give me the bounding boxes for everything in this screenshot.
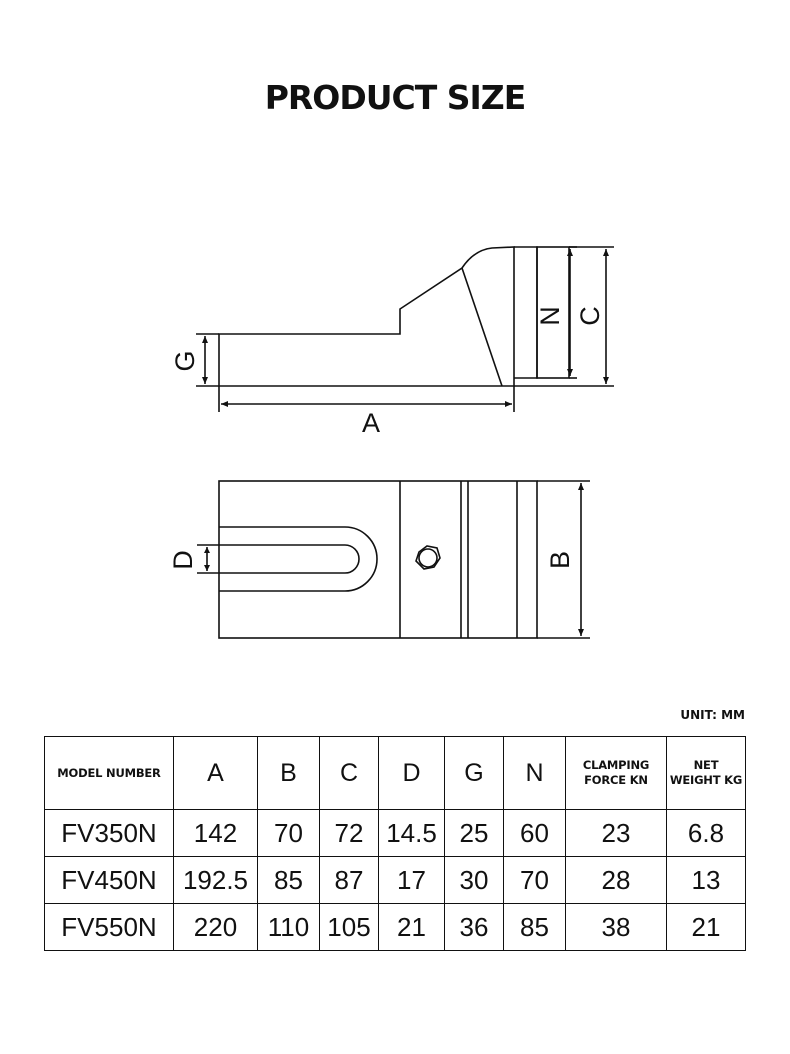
cell-a: 192.5 (173, 856, 258, 904)
dimension-drawing: G A N C D B (168, 246, 614, 639)
dim-label-b: B (545, 551, 575, 569)
cell-b: 70 (257, 809, 320, 857)
header-model-number: MODEL NUMBER (44, 736, 174, 810)
cell-clamping-force: 28 (565, 856, 667, 904)
cell-model: FV550N (44, 903, 174, 951)
cell-c: 87 (319, 856, 379, 904)
top-view-slot-inner (219, 544, 360, 574)
table-row: FV450N 192.5 85 87 17 30 70 28 13 (44, 856, 746, 904)
dim-label-g: G (170, 350, 200, 371)
page-title: PRODUCT SIZE (264, 78, 527, 117)
cell-d: 17 (378, 856, 445, 904)
header-clamping-force: CLAMPING FORCE KN (565, 736, 667, 810)
header-a: A (173, 736, 258, 810)
unit-label: UNIT: MM (680, 708, 745, 722)
cell-clamping-force: 23 (565, 809, 667, 857)
header-b: B (257, 736, 320, 810)
dim-label-c: C (575, 306, 605, 326)
spec-table: MODEL NUMBER A B C D G N CLAMPING FORCE … (44, 736, 746, 951)
cell-a: 220 (173, 903, 258, 951)
dim-label-n: N (535, 306, 565, 326)
cell-c: 72 (319, 809, 379, 857)
cell-g: 36 (444, 903, 504, 951)
header-net-weight: NET WEIGHT KG (666, 736, 746, 810)
header-n: N (503, 736, 566, 810)
cell-a: 142 (173, 809, 258, 857)
side-view-jaw-block (536, 246, 570, 379)
side-view-outline (218, 246, 515, 387)
cell-n: 60 (503, 809, 566, 857)
header-g: G (444, 736, 504, 810)
cell-n: 70 (503, 856, 566, 904)
cell-model: FV350N (44, 809, 174, 857)
table-row: FV550N 220 110 105 21 36 85 38 21 (44, 903, 746, 951)
cell-g: 30 (444, 856, 504, 904)
top-view-slot (219, 526, 378, 592)
side-view-jaw-plate (514, 246, 538, 379)
cell-d: 14.5 (378, 809, 445, 857)
cell-c: 105 (319, 903, 379, 951)
dim-label-d: D (168, 550, 198, 570)
table-header-row: MODEL NUMBER A B C D G N CLAMPING FORCE … (44, 736, 746, 810)
cell-b: 110 (257, 903, 320, 951)
cell-model: FV450N (44, 856, 174, 904)
table-row: FV350N 142 70 72 14.5 25 60 23 6.8 (44, 809, 746, 857)
cell-net-weight: 21 (666, 903, 746, 951)
cell-n: 85 (503, 903, 566, 951)
cell-net-weight: 6.8 (666, 809, 746, 857)
header-c: C (319, 736, 379, 810)
side-view-chamfer (461, 267, 503, 387)
top-view-outline (218, 480, 538, 639)
cell-d: 21 (378, 903, 445, 951)
cell-g: 25 (444, 809, 504, 857)
dim-label-a: A (362, 408, 380, 438)
hex-bolt-icon (415, 545, 441, 570)
cell-net-weight: 13 (666, 856, 746, 904)
cell-clamping-force: 38 (565, 903, 667, 951)
cell-b: 85 (257, 856, 320, 904)
header-d: D (378, 736, 445, 810)
